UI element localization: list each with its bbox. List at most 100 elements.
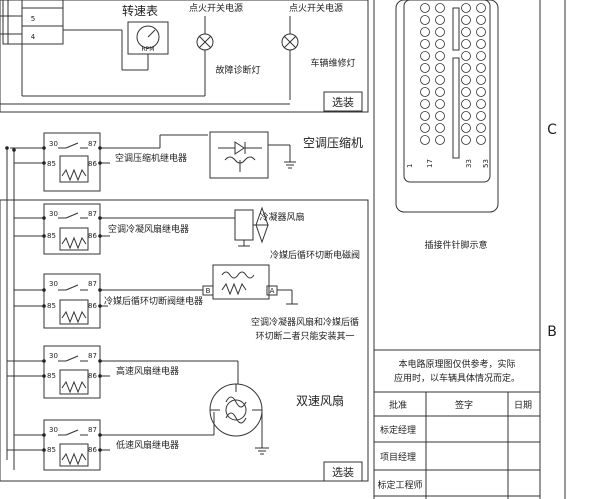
relay-low-speed-fan: 30 87 85 86 低速风扇继电器	[7, 412, 215, 471]
svg-text:85: 85	[47, 160, 56, 168]
svg-text:86: 86	[88, 160, 97, 168]
svg-text:86: 86	[88, 232, 97, 240]
approve-label: 批准	[389, 399, 407, 411]
top-pin-block: 5 4	[0, 0, 64, 45]
svg-text:30: 30	[49, 352, 58, 360]
high-relay-label: 高速风扇继电器	[116, 365, 179, 377]
connector-pin-hole	[476, 27, 486, 37]
connector-pin-17: 17	[426, 159, 434, 168]
svg-text:30: 30	[49, 140, 58, 148]
connector-pin-hole	[461, 15, 471, 25]
relay-high-speed-fan: 30 87 85 86 高速风扇继电器	[7, 345, 239, 399]
compressor-label: 空调压缩机	[303, 135, 363, 150]
optional-box-top	[0, 0, 369, 113]
connector-pin-hole	[435, 99, 445, 109]
svg-text:87: 87	[88, 352, 97, 360]
connector-pin-hole	[420, 99, 430, 109]
connector-pin-hole	[461, 87, 471, 97]
connector-pin-hole	[461, 63, 471, 73]
project-manager-label: 项目经理	[380, 451, 416, 463]
standard-engineer-label: 标定工程师	[377, 479, 422, 491]
connector-pin-hole	[476, 51, 486, 61]
connector-pin-hole	[476, 63, 486, 73]
connector-pin-hole	[435, 135, 445, 145]
tachometer-label: 转速表	[122, 3, 158, 18]
connector-pin-hole	[420, 3, 430, 13]
title-block: 本电路原理图仅供参考，实际 应用时，以车辆具体情况而定。 批准 签字 日期 标定…	[374, 349, 540, 499]
connector-pin-33: 33	[465, 159, 473, 168]
rpm-label: RPM	[142, 46, 155, 53]
connector-pin-hole	[476, 99, 486, 109]
connector-pin-hole	[435, 3, 445, 13]
pin-label-4: 4	[31, 33, 36, 41]
low-relay-label: 低速风扇继电器	[116, 439, 179, 451]
connector-pin-hole	[420, 39, 430, 49]
connector-pin-hole	[476, 87, 486, 97]
zone-c: C	[547, 122, 557, 138]
svg-text:85: 85	[47, 232, 56, 240]
ignition-power-label-1: 点火开关电源	[189, 2, 243, 14]
relay-condenser-fan: 30 87 85 86 空调冷凝风扇继电器	[14, 203, 235, 255]
disclaimer-line-2: 应用时，以车辆具体情况而定。	[394, 372, 520, 384]
connector-pin-hole	[420, 75, 430, 85]
compressor-relay-label: 空调压缩机继电器	[115, 152, 187, 164]
svg-text:86: 86	[88, 372, 97, 380]
connector-pin-53: 53	[482, 159, 490, 168]
dual-speed-fan: 双速风扇	[209, 383, 344, 455]
pin-label-5: 5	[31, 15, 35, 23]
connector-pin-hole	[420, 135, 430, 145]
svg-text:87: 87	[88, 280, 97, 288]
valve-terminal-a: A	[270, 287, 275, 295]
connector-pin-hole	[476, 15, 486, 25]
connector-pin-hole	[461, 111, 471, 121]
condenser-fan-label: 冷凝器风扇	[259, 211, 304, 223]
connector-caption: 插接件针脚示意	[424, 239, 487, 251]
fault-lamp-label: 故障诊断灯	[215, 64, 260, 76]
date-label: 日期	[514, 400, 532, 411]
connector-key-slot	[452, 7, 460, 51]
svg-text:87: 87	[88, 210, 97, 218]
svg-text:87: 87	[88, 140, 97, 148]
connector-pin-hole	[435, 51, 445, 61]
connector-pin-hole	[476, 3, 486, 13]
service-lamp-label: 车辆维修灯	[310, 57, 355, 69]
connector-pin-hole	[461, 39, 471, 49]
connector-pin-1: 1	[406, 164, 414, 168]
tachometer: 转速表 RPM	[122, 3, 169, 70]
optional-label-2: 选装	[332, 466, 354, 479]
optional-tag-2: 选装	[323, 461, 363, 482]
connector-pin-hole	[461, 3, 471, 13]
connector-pin-hole	[461, 51, 471, 61]
svg-text:30: 30	[49, 210, 58, 218]
svg-text:87: 87	[88, 426, 97, 434]
connector-pin-hole	[461, 27, 471, 37]
relay-compressor: 30 87 85 86 空调压缩机继电器	[10, 132, 208, 192]
optional-tag-1: 选装	[323, 91, 363, 112]
connector-pin-hole	[476, 39, 486, 49]
condenser-fan-relay-label: 空调冷凝风扇继电器	[108, 223, 189, 235]
connector-pin-hole	[420, 111, 430, 121]
recirc-cutoff-valve: 冷媒后循环切断电磁阀 B A 空调冷凝器风扇和冷媒后循 环切断二者只能安装其一	[202, 249, 360, 342]
connector-pinout	[395, 0, 499, 213]
ac-compressor: 空调压缩机	[209, 131, 363, 179]
connector-pin-hole	[435, 111, 445, 121]
connector-pin-hole	[420, 15, 430, 25]
svg-text:86: 86	[88, 302, 97, 310]
connector-pin-hole	[461, 75, 471, 85]
connector-pin-hole	[420, 63, 430, 73]
svg-text:30: 30	[49, 280, 58, 288]
recirc-valve-label: 冷媒后循环切断电磁阀	[270, 249, 360, 261]
connector-pin-hole	[476, 75, 486, 85]
service-lamp: 点火开关电源 车辆维修灯	[281, 2, 356, 100]
valve-terminal-b: B	[206, 287, 211, 295]
connector-pin-hole	[420, 87, 430, 97]
connector-pin-hole	[435, 123, 445, 133]
svg-text:86: 86	[88, 446, 97, 454]
svg-text:85: 85	[47, 372, 56, 380]
condenser-fan: 冷凝器风扇	[234, 206, 305, 247]
connector-pin-hole	[420, 123, 430, 133]
install-note-line-1: 空调冷凝器风扇和冷媒后循	[251, 316, 359, 328]
connector-key-slot	[452, 57, 460, 159]
connector-pin-hole	[435, 39, 445, 49]
